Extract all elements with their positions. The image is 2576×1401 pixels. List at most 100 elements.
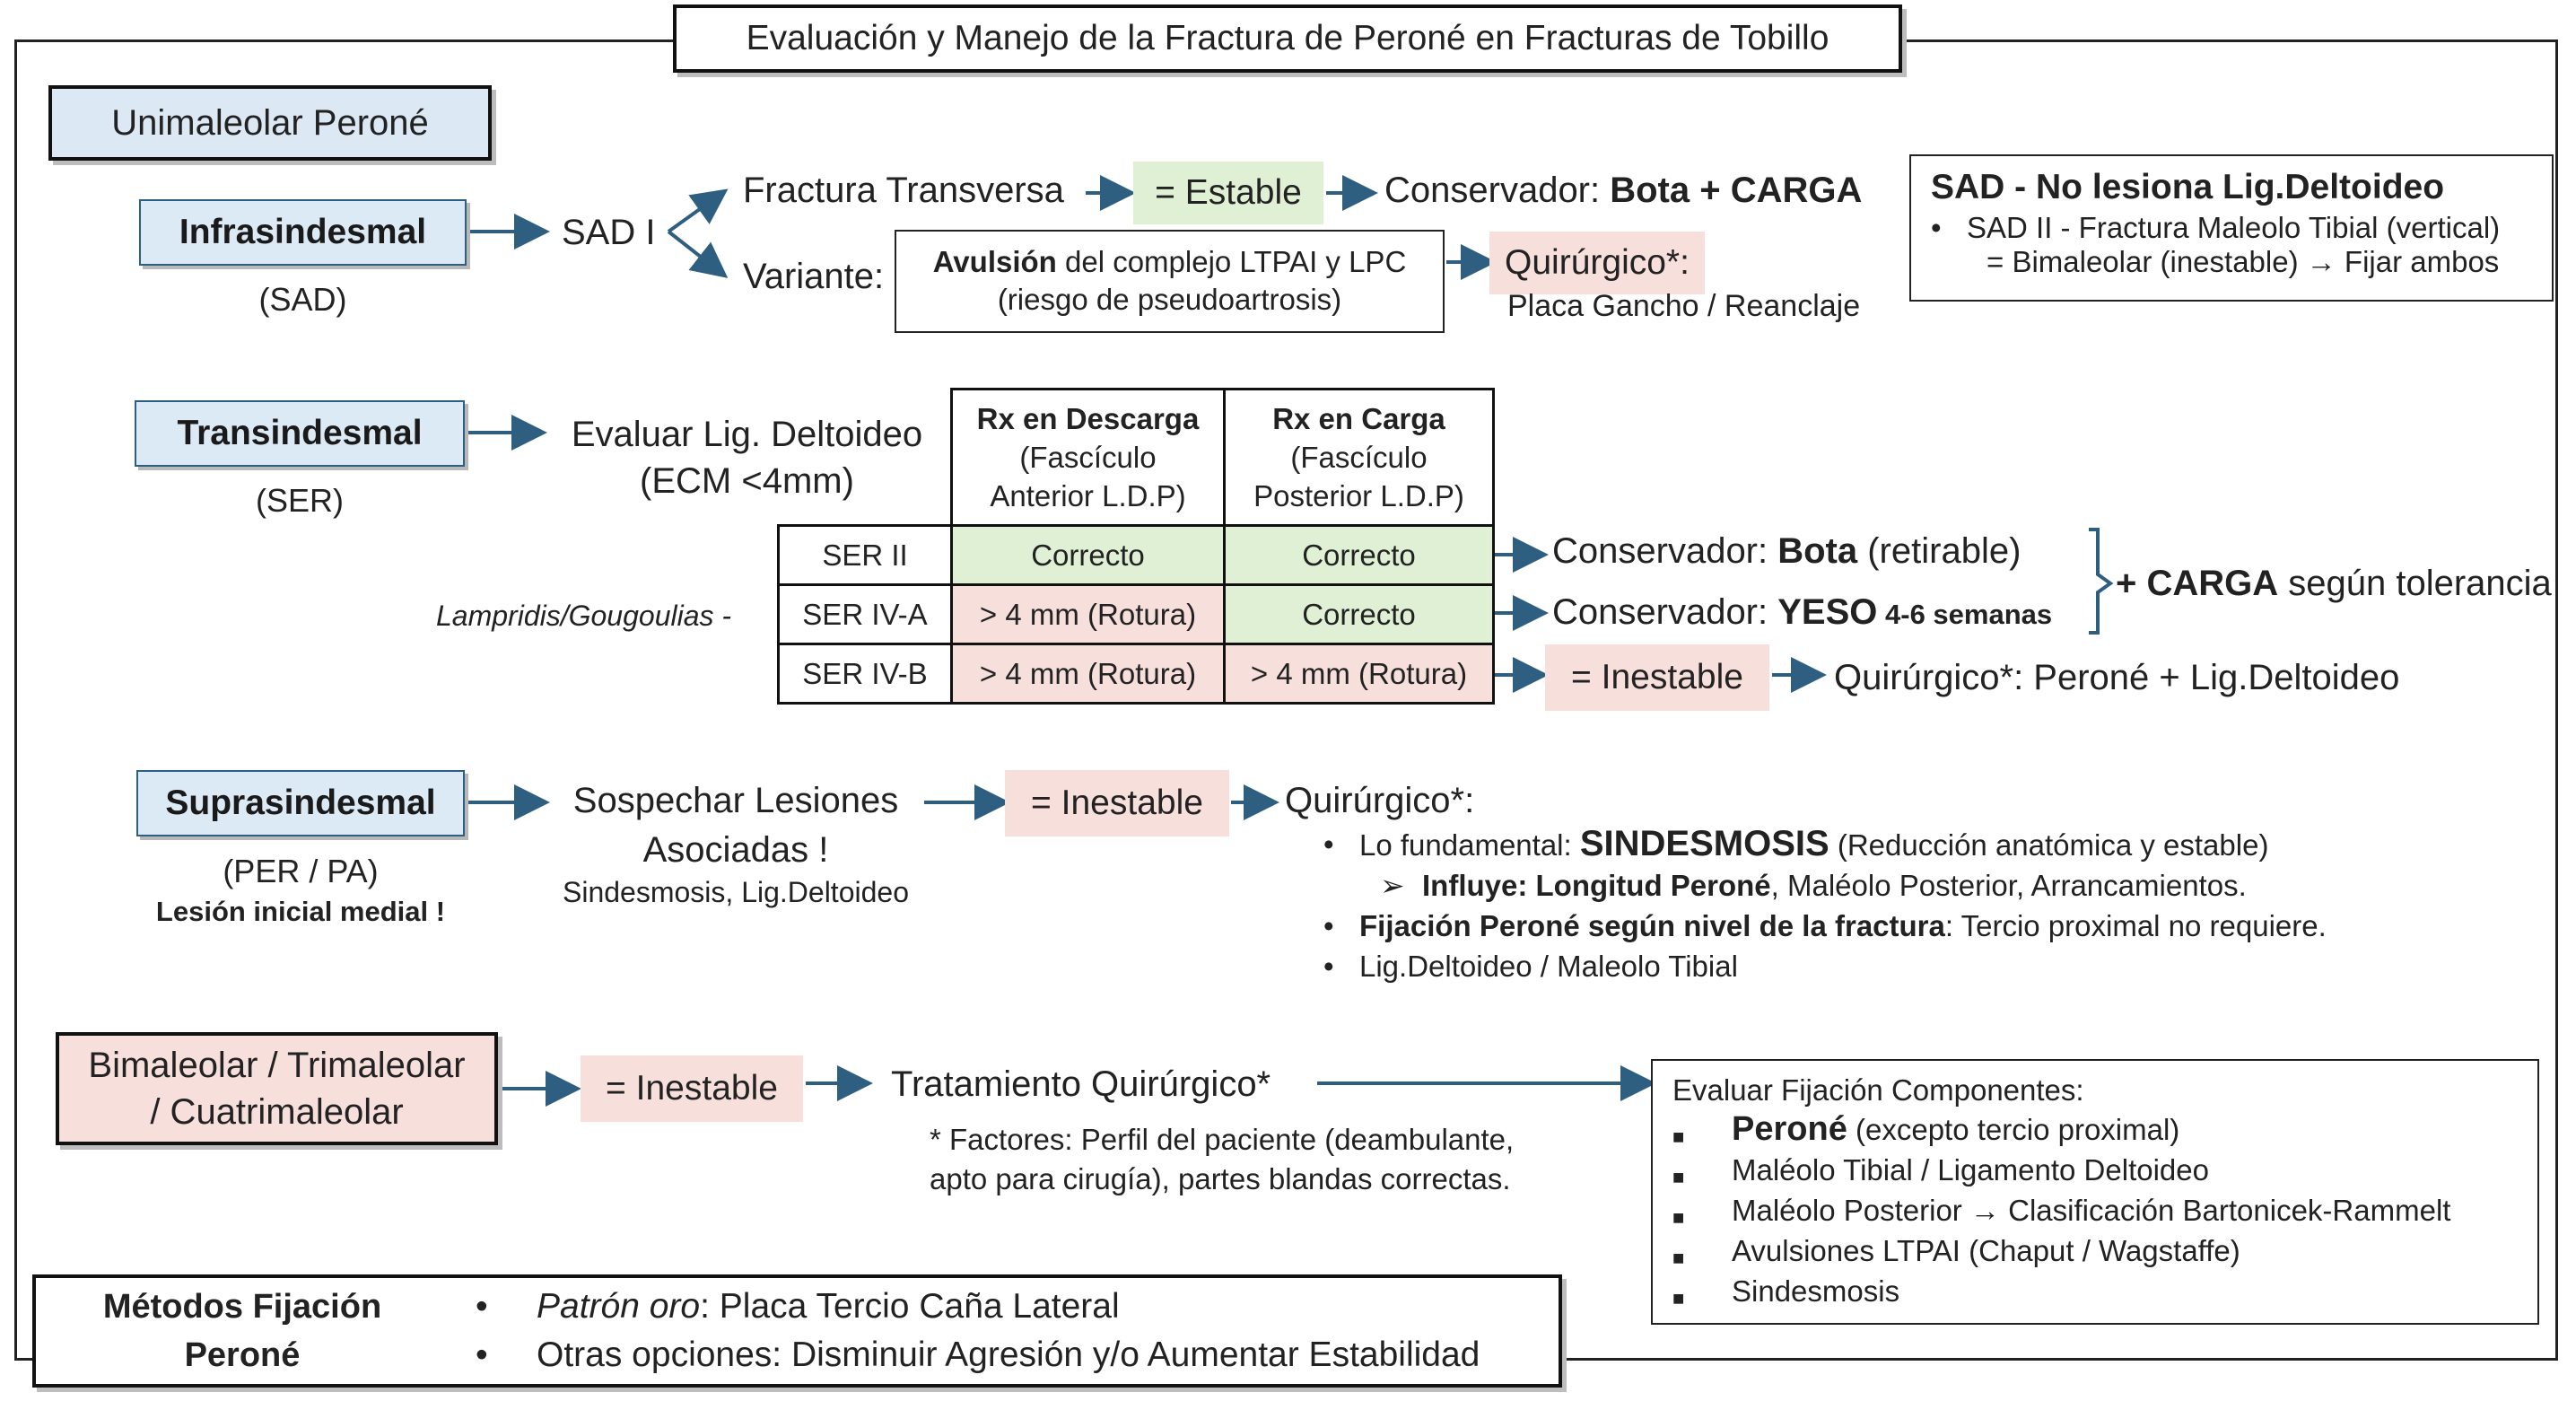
tratamiento-quirurgico: Tratamiento Quirúrgico* <box>891 1064 1271 1104</box>
evaluar-fijacion-title: Evaluar Fijación Componentes: <box>1672 1073 2084 1107</box>
infrasindesmal-sub: (SAD) <box>258 281 347 318</box>
carga-tolerancia: + CARGA según tolerancia <box>2116 564 2552 604</box>
arrowhead-bullet-icon: ➢ <box>1380 869 1405 902</box>
ser4b-inestable-tag: = Inestable <box>1545 644 1769 711</box>
brace <box>2089 528 2114 635</box>
evaluar-deltoideo: Evaluar Lig. Deltoideo (ECM <4mm) <box>561 411 933 504</box>
supra-inestable-tag: = Inestable <box>1005 770 1229 836</box>
infra-conservador-bold: Bota + CARGA <box>1610 171 1863 210</box>
bimal-inestable-tag: = Inestable <box>581 1055 803 1122</box>
componente-item: Maléolo Tibial / Ligamento Deltoideo <box>1672 1150 2537 1197</box>
infra-quirurgico-sub: Placa Gancho / Reanclaje <box>1507 289 1861 323</box>
ser2-outcome: Conservador: Bota (retirable) <box>1552 531 2021 572</box>
sospechar-lesiones: Sospechar Lesiones Asociadas ! <box>552 776 920 875</box>
componente-item: Maléolo Posterior → Clasificación Barton… <box>1672 1190 2537 1238</box>
carga-bold: + CARGA <box>2116 564 2279 603</box>
patron-oro-italic: Patrón oro <box>537 1287 701 1326</box>
bimaleolar-header: Bimaleolar / Trimaleolar / Cuatrimaleola… <box>56 1032 498 1145</box>
b1-rest: (Reducción anatómica y estable) <box>1829 828 2269 862</box>
ser2-prefix: Conservador: <box>1552 531 1778 571</box>
b1-sub-rest: , Maléolo Posterior, Arrancamientos. <box>1770 869 2247 902</box>
sospechar-line1: Sospechar Lesiones <box>572 781 899 820</box>
evaluar-line1: Evaluar Lig. Deltoideo <box>571 415 923 454</box>
factores-line1: * Factores: Perfil del paciente (deambul… <box>930 1123 1515 1156</box>
b1-bold: SINDESMOSIS <box>1579 824 1829 863</box>
lampridis-ref: Lampridis/Gougoulias - <box>436 600 732 632</box>
supra-sub-bullet: ➢ Influye: Longitud Peroné, Maléolo Poste… <box>1323 865 2327 906</box>
componente-rest: (excepto tercio proximal) <box>1847 1113 2180 1146</box>
metodos-fijacion-box: Métodos Fijación Peroné Patrón oro: Plac… <box>32 1274 1562 1388</box>
avulsion-line2: (riesgo de pseudoartrosis) <box>997 283 1342 316</box>
metodo-otras: Otras opciones: Disminuir Agresión y/o A… <box>476 1331 1480 1379</box>
avulsion-line1: Avulsión del complejo LTPAI y LPC <box>896 245 1443 279</box>
componente-item: Peroné (excepto tercio proximal) <box>1672 1109 2537 1157</box>
metodo-patron-oro: Patrón oro: Placa Tercio Caña Lateral <box>476 1283 1480 1331</box>
rx-col2-title: Rx en Carga <box>1272 402 1445 435</box>
infra-conservador-prefix: Conservador: <box>1384 171 1611 210</box>
infra-conservador: Conservador: Bota + CARGA <box>1384 171 1862 211</box>
infra-quirurgico-tag: Quirúrgico*: <box>1489 232 1705 294</box>
rx-row-stage: SER II <box>777 524 953 586</box>
rx-cell: > 4 mm (Rotura) <box>950 583 1226 645</box>
patron-oro-rest: : Placa Tercio Caña Lateral <box>700 1287 1120 1326</box>
lesion-inicial-medial: Lesión inicial medial ! <box>155 896 446 927</box>
b2-rest: : Tercio proximal no requiere. <box>1944 909 2327 942</box>
sad-note-title: SAD - No lesiona Lig.Deltoideo <box>1931 168 2445 206</box>
suprasindesmal-box: Suprasindesmal <box>136 770 465 836</box>
rx-row-stage: SER IV-B <box>777 643 953 705</box>
sad-note-list: SAD II - Fractura Maleolo Tibial (vertic… <box>1931 211 2552 279</box>
rx-col2-l2: (Fascículo <box>1290 441 1428 474</box>
b2-bold: Fijación Peroné según nivel de la fractu… <box>1359 909 1945 942</box>
rx-cell: > 4 mm (Rotura) <box>950 643 1226 705</box>
transindesmal-box: Transindesmal <box>135 400 465 467</box>
componente-bold: Peroné <box>1732 1110 1847 1148</box>
supra-bullet-sindesmosis: Lo fundamental: SINDESMOSIS (Reducción a… <box>1323 824 2327 865</box>
metodos-label-line1: Métodos Fijación <box>102 1288 382 1326</box>
rx-col1-l3: Anterior L.D.P) <box>990 479 1186 512</box>
sad-note-box: SAD - No lesiona Lig.Deltoideo SAD II - … <box>1909 154 2554 302</box>
metodos-label: Métodos Fijación Peroné <box>36 1283 449 1379</box>
suprasindesmal-sub: (PER / PA) <box>223 853 379 889</box>
sad-note-line1: SAD II - Fractura Maleolo Tibial (vertic… <box>1931 211 2552 245</box>
bimaleolar-line2: / Cuatrimaleolar <box>150 1092 404 1132</box>
componentes-list: Peroné (excepto tercio proximal) Maléolo… <box>1672 1109 2537 1318</box>
estable-tag: = Estable <box>1133 162 1323 224</box>
fractura-transversa: Fractura Transversa <box>743 171 1064 210</box>
bimaleolar-line1: Bimaleolar / Trimaleolar <box>88 1046 466 1085</box>
page-title: Evaluación y Manejo de la Fractura de Pe… <box>673 4 1902 73</box>
sad-note-line2: = Bimaleolar (inestable) → Fijar ambos <box>1987 245 2500 278</box>
supra-bullet-fijacion: Fijación Peroné según nivel de la fractu… <box>1323 906 2327 946</box>
ser4a-outcome: Conservador: YESO 4-6 semanas <box>1552 592 2052 633</box>
avulsion-bold: Avulsión <box>932 245 1057 278</box>
unimaleolar-header: Unimaleolar Peroné <box>48 85 492 161</box>
metodos-label-line2: Peroné <box>184 1336 301 1374</box>
b1-sub-bold: Influye: Longitud Peroné <box>1422 869 1771 902</box>
supra-bullet-deltoideo: Lig.Deltoideo / Maleolo Tibial <box>1323 946 2327 986</box>
rx-col1-l2: (Fascículo <box>1019 441 1157 474</box>
rx-col1-title: Rx en Descarga <box>976 402 1200 435</box>
avulsion-box: Avulsión del complejo LTPAI y LPC (riesg… <box>895 230 1445 333</box>
rx-col2-l3: Posterior L.D.P) <box>1253 479 1464 512</box>
avulsion-rest: del complejo LTPAI y LPC <box>1056 245 1407 278</box>
ser2-rest: (retirable) <box>1857 531 2022 571</box>
rx-cell: > 4 mm (Rotura) <box>1223 643 1495 705</box>
ser4a-bold: YESO <box>1777 592 1878 632</box>
ser4b-quirurgico: Quirúrgico*: Peroné + Lig.Deltoideo <box>1834 658 2400 697</box>
b1-prefix: Lo fundamental: <box>1359 828 1580 862</box>
sospechar-detalle: Sindesmosis, Lig.Deltoideo <box>563 876 909 908</box>
componente-item: Sindesmosis <box>1672 1271 2537 1318</box>
carga-rest: según tolerancia <box>2278 564 2552 603</box>
metodos-list: Patrón oro: Placa Tercio Caña Lateral Ot… <box>476 1283 1480 1379</box>
sad-stage: SAD I <box>562 213 656 252</box>
evaluar-fijacion-box: Evaluar Fijación Componentes: Peroné (ex… <box>1651 1059 2539 1325</box>
evaluar-line2: (ECM <4mm) <box>640 461 854 501</box>
rx-cell: Correcto <box>950 524 1226 586</box>
componente-item: Avulsiones LTPAI (Chaput / Wagstaffe) <box>1672 1230 2537 1278</box>
variante-label: Variante: <box>743 257 885 296</box>
infrasindesmal-box: Infrasindesmal <box>139 199 467 266</box>
ser2-bold: Bota <box>1777 531 1858 571</box>
ser4a-prefix: Conservador: <box>1552 592 1778 632</box>
